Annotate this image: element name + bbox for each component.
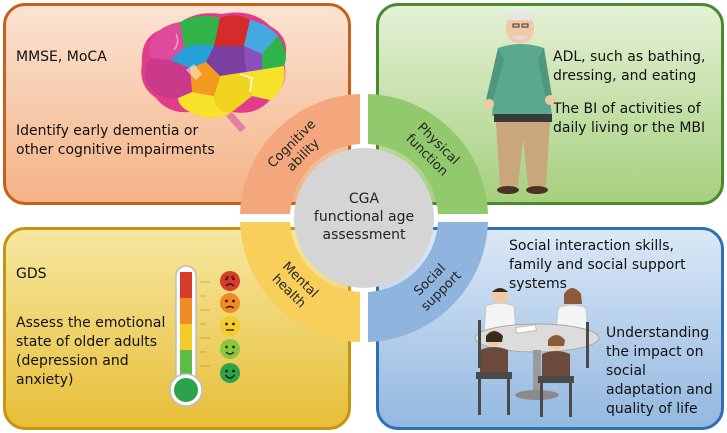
mental-tool-text: GDS bbox=[16, 266, 47, 282]
cognitive-ability-segment bbox=[240, 94, 360, 214]
elderly-man-icon bbox=[484, 9, 555, 194]
physical-function-segment bbox=[368, 94, 488, 214]
social-support-segment bbox=[368, 222, 488, 342]
physical-bi-text: The BI of activities of daily living or … bbox=[553, 101, 706, 136]
mental-health-segment bbox=[240, 222, 360, 342]
brain-icon bbox=[141, 12, 287, 132]
thermometer-icon bbox=[169, 265, 210, 407]
emotion-faces-icon bbox=[220, 271, 240, 383]
center-line2: functional age bbox=[314, 209, 414, 225]
cognitive-tools-text: MMSE, MoCA bbox=[16, 49, 107, 65]
physical-adl-text: ADL, such as bathing, dressing, and eati… bbox=[553, 49, 706, 84]
center-circle bbox=[294, 148, 434, 288]
center-line3: assessment bbox=[323, 227, 406, 243]
cognitive-purpose-text: Identify early dementia or other cogniti… bbox=[16, 123, 215, 158]
meeting-table-icon bbox=[474, 288, 600, 417]
social-skills-text: Social interaction skills, family and so… bbox=[509, 238, 686, 292]
mental-purpose-text: Assess the emotional state of older adul… bbox=[16, 315, 166, 388]
social-impact-text: Understanding the impact on social adapt… bbox=[606, 325, 713, 417]
cga-center-wheel bbox=[240, 94, 488, 342]
center-title: CGA bbox=[349, 191, 380, 207]
